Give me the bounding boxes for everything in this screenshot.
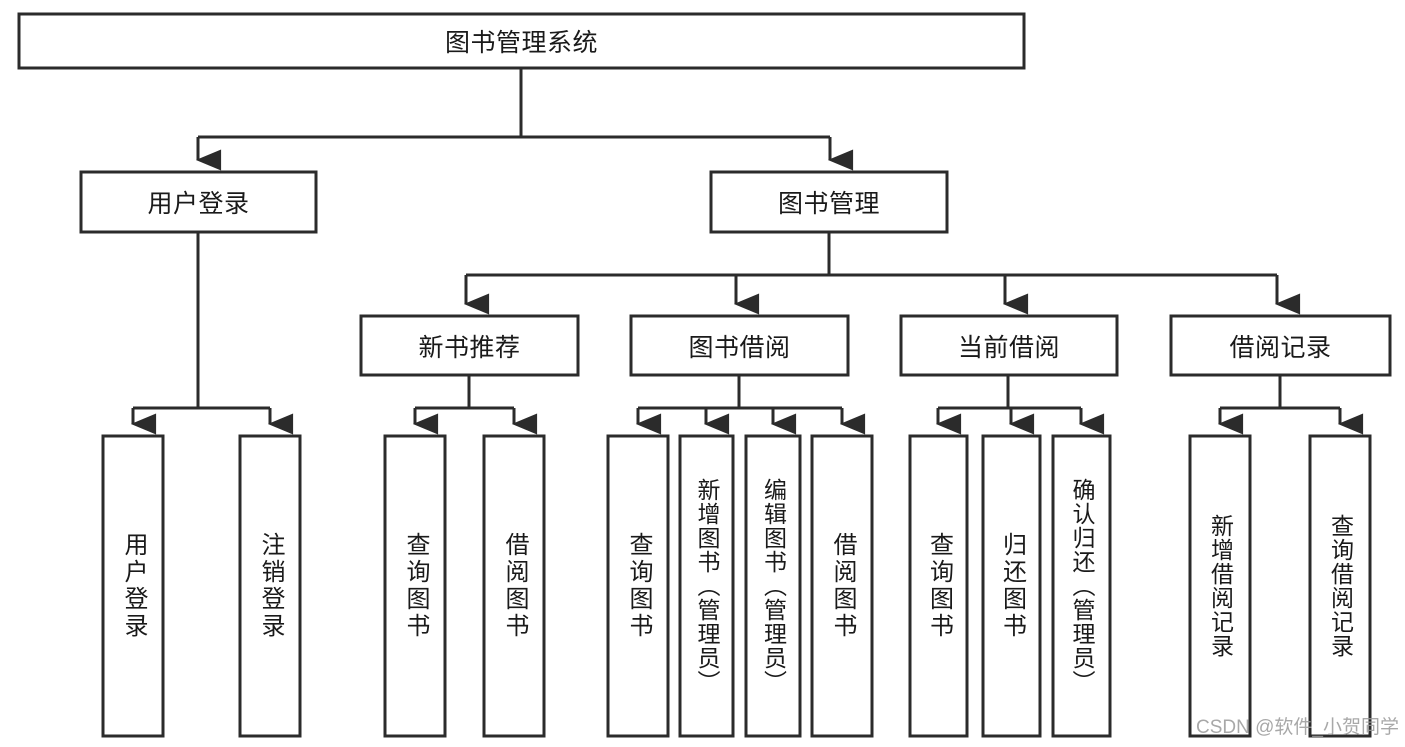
- leaf-box-current-query[interactable]: [908, 434, 969, 738]
- node-box-current-borrow[interactable]: [899, 314, 1119, 377]
- node-box-borrow-record[interactable]: [1169, 314, 1392, 377]
- leaf-box-borrow-edit[interactable]: [744, 434, 802, 738]
- leaf-box-user-login-login[interactable]: [101, 434, 165, 738]
- node-box-new-book-recommend[interactable]: [359, 314, 580, 377]
- node-box-book-management[interactable]: [709, 170, 949, 234]
- leaf-box-current-confirm[interactable]: [1051, 434, 1112, 738]
- node-box-user-login[interactable]: [79, 170, 318, 234]
- leaf-box-record-add[interactable]: [1188, 434, 1252, 738]
- node-box-book-borrow[interactable]: [629, 314, 850, 377]
- watermark-text: CSDN @软件_小贺同学: [1196, 717, 1399, 738]
- leaf-box-borrow-lend[interactable]: [810, 434, 874, 738]
- leaf-box-borrow-add[interactable]: [678, 434, 735, 738]
- leaf-box-user-login-logout[interactable]: [238, 434, 302, 738]
- leaf-box-borrow-query[interactable]: [606, 434, 670, 738]
- leaf-box-recommend-query[interactable]: [383, 434, 447, 738]
- leaf-box-recommend-borrow[interactable]: [482, 434, 546, 738]
- leaf-box-current-return[interactable]: [981, 434, 1042, 738]
- node-box-root[interactable]: [17, 12, 1026, 70]
- leaf-box-record-query[interactable]: [1308, 434, 1372, 738]
